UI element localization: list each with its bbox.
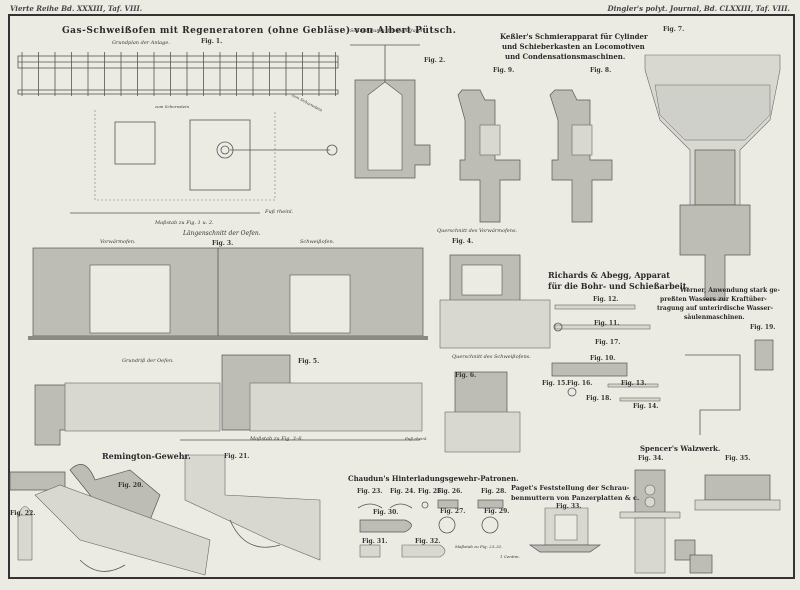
fig22-label: Fig. 22. — [10, 510, 36, 517]
weld-oven-label: Schweißofen. — [300, 239, 335, 245]
spencer-title: Spencer's Walzwerk. — [640, 444, 721, 453]
fig8-fig9-lubricators — [457, 89, 613, 223]
fig7-lubricator-drawing — [644, 54, 781, 301]
fig4-fig6-cross-sections — [439, 254, 551, 453]
richards-title-line2: für die Bohr- und Schießarbeit. — [548, 281, 690, 291]
scale-fig3-6: Maßstab zu Fig. 3–6. — [250, 436, 304, 442]
fig34-label: Fig. 34. — [638, 455, 664, 462]
long-section-label: Längenschnitt der Oefen. — [183, 230, 261, 237]
fig16-label: Fig. 16. — [567, 380, 593, 387]
fig4-label: Fig. 4. — [452, 238, 474, 245]
fig35-label: Fig. 35. — [725, 455, 751, 462]
plate-header-right: Dingler's polyt. Journal, Bd. CLXXIII, T… — [607, 4, 791, 13]
cross-section-preheat-label: Querschnitt des Vorwärmofens. — [437, 228, 518, 234]
fig23-label: Fig. 23. — [357, 488, 383, 495]
richards-title-line1: Richards & Abegg, Apparat — [548, 270, 670, 280]
fig32-label: Fig. 32. — [415, 538, 441, 545]
richards-abegg-tools — [551, 304, 661, 402]
fig24-label: Fig. 24. — [390, 488, 416, 495]
kessler-title-line2: und Schieberkasten an Locomotiven — [502, 42, 645, 51]
gas-furnace-title: Gas-Schweißofen mit Regeneratoren (ohne … — [62, 26, 457, 36]
paget-title-line1: Paget's Feststellung der Schrau- — [511, 484, 630, 492]
fig1-plan-drawing — [17, 52, 339, 214]
fig27-label: Fig. 27. — [440, 508, 466, 515]
cross-section-weld-label: Querschnitt des Schweißofens. — [452, 354, 531, 360]
fig2-label: Fig. 2. — [424, 57, 446, 64]
remington-title: Remington-Gewehr. — [102, 451, 191, 461]
generator-section-label: Schnitt durch den Generator. — [350, 28, 425, 34]
fig5-label: Fig. 5. — [298, 358, 320, 365]
fig3-long-section-drawing — [28, 247, 428, 340]
paget-nut-drawing — [528, 507, 602, 553]
chaudun-scale-label: Maßstab zu Fig. 23–32. — [455, 544, 503, 549]
fig20-label: Fig. 20. — [118, 482, 144, 489]
chaudun-title: Chaudun's Hinterladungsgewehr-Patronen. — [348, 474, 519, 483]
plan-of-ovens-label: Grundriß der Oefen. — [122, 358, 174, 364]
fig3-label: Fig. 3. — [212, 240, 234, 247]
fig26-label: Fig. 26. — [437, 488, 463, 495]
scale-unit-1: Fuß rheinl. — [265, 209, 294, 215]
preheat-oven-label: Vorwärmofen. — [100, 239, 136, 245]
fig33-label: Fig. 33. — [556, 503, 582, 510]
fig5-plan-drawing — [34, 354, 423, 446]
werner-title-line2: preßten Wassers zur Kraftüber- — [660, 296, 767, 303]
ground-plan-label: Grundplan der Anlage. — [112, 40, 170, 46]
werner-title-line1: Werner, Anwendung stark ge- — [680, 287, 780, 294]
chaudun-scale-unit: 1 Centim. — [500, 554, 520, 559]
fig6-label: Fig. 6. — [455, 372, 477, 379]
fig8-label: Fig. 8. — [590, 67, 612, 74]
plate-frame — [8, 14, 795, 579]
kessler-title-line3: und Condensationsmaschinen. — [505, 52, 626, 61]
spencer-rolling-mill-drawings — [619, 469, 781, 574]
scale-unit-2: Fuß rheinl. — [405, 436, 428, 441]
fig1-label: Fig. 1. — [201, 38, 223, 45]
fig30-label: Fig. 30. — [373, 509, 399, 516]
fig28-label: Fig. 28. — [481, 488, 507, 495]
fig29-label: Fig. 29. — [484, 508, 510, 515]
chaudun-cartridges — [357, 499, 504, 558]
to-chimney-label-1: zum Schornstein — [155, 104, 190, 109]
fig17-label: Fig. 17. — [595, 339, 621, 346]
fig14-label: Fig. 14. — [633, 403, 659, 410]
kessler-title-line1: Keßler's Schmierapparat für Cylinder — [500, 32, 648, 41]
fig21-label: Fig. 21. — [224, 453, 250, 460]
fig10-label: Fig. 10. — [590, 355, 616, 362]
werner-title-line3: tragung auf unterirdische Wasser- — [657, 305, 773, 312]
fig9-label: Fig. 9. — [493, 67, 515, 74]
fig15-label: Fig. 15. — [542, 380, 568, 387]
fig13-label: Fig. 13. — [621, 380, 647, 387]
fig19-label: Fig. 19. — [750, 324, 776, 331]
remington-rifle-drawings — [9, 454, 321, 576]
paget-title-line2: benmuttern von Panzerplatten & c. — [511, 494, 640, 502]
scale-fig1-2: Maßstab zu Fig. 1 u. 2. — [155, 220, 214, 226]
fig7-label: Fig. 7. — [663, 26, 685, 33]
fig2-generator-drawing — [350, 44, 431, 179]
werner-title-line4: säulenmaschinen. — [684, 314, 745, 321]
fig31-label: Fig. 31. — [362, 538, 388, 545]
fig18-label: Fig. 18. — [586, 395, 612, 402]
plate-header-left: Vierte Reihe Bd. XXXIII, Taf. VIII. — [10, 4, 143, 13]
fig25-label: Fig. 25. — [418, 488, 444, 495]
fig12-label: Fig. 12. — [593, 296, 619, 303]
fig11-label: Fig. 11. — [594, 320, 620, 327]
fig19-drawing — [685, 339, 774, 435]
